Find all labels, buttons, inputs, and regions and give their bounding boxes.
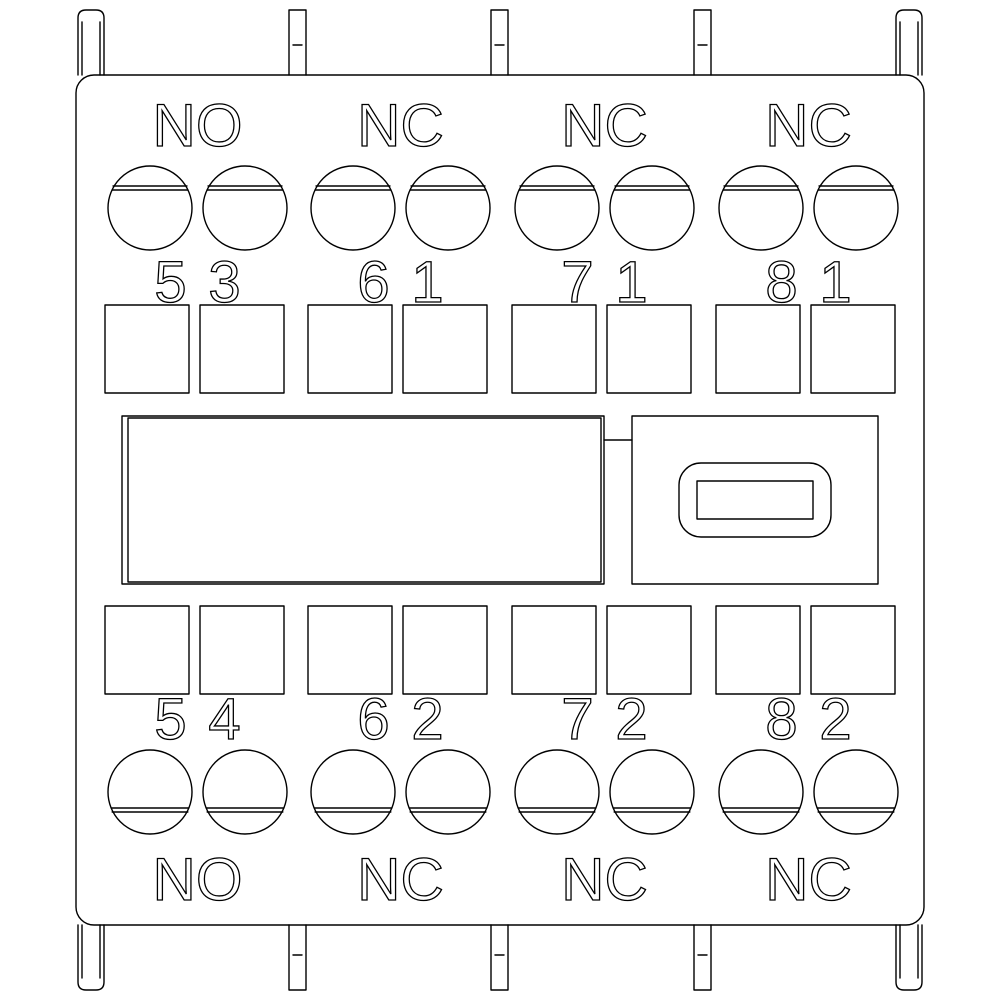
screw-terminal-top-1 (107, 165, 193, 251)
wire-entry-top-4 (402, 304, 488, 394)
top-terminal-number-left-2: 6 (357, 250, 389, 315)
top-contact-type-2: NC (357, 92, 444, 159)
indicator-window-inner (696, 480, 814, 520)
bottom-terminal-number-left-3: 7 (561, 687, 593, 752)
wire-entry-top-1 (104, 304, 190, 394)
screw-terminal-bottom-2 (202, 749, 288, 835)
screw-terminal-bottom-3 (310, 749, 396, 835)
screw-terminal-bottom-1 (107, 749, 193, 835)
bottom-contact-type-1: NO (153, 846, 243, 913)
top-terminal-number-left-1: 5 (154, 250, 186, 315)
bottom-terminal-number-right-1: 4 (208, 687, 240, 752)
screw-terminal-top-4 (405, 165, 491, 251)
wire-entry-top-3 (307, 304, 393, 394)
block-housing (75, 74, 925, 926)
screw-terminal-bottom-4 (405, 749, 491, 835)
screw-terminal-top-5 (514, 165, 600, 251)
top-mounting-tabs (77, 9, 923, 76)
screw-terminal-top-6 (609, 165, 695, 251)
top-screw-terminals (107, 165, 899, 251)
bottom-contact-type-4: NC (765, 846, 852, 913)
screw-terminal-bottom-7 (718, 749, 804, 835)
indicator-window-outer (678, 462, 832, 538)
wire-entry-bottom-8 (810, 605, 896, 695)
bottom-terminal-number-left-2: 6 (357, 687, 389, 752)
screw-terminal-top-2 (202, 165, 288, 251)
screw-terminal-bottom-8 (813, 749, 899, 835)
screw-terminal-bottom-5 (514, 749, 600, 835)
top-contact-type-3: NC (561, 92, 648, 159)
screw-terminal-top-7 (718, 165, 804, 251)
wire-entry-bottom-4 (402, 605, 488, 695)
top-terminal-number-right-1: 3 (208, 250, 240, 315)
label-plate (121, 415, 605, 585)
bottom-contact-type-2: NC (357, 846, 444, 913)
wire-entry-top-8 (810, 304, 896, 394)
bottom-mounting-tabs (77, 924, 923, 991)
wire-entry-bottom-5 (511, 605, 597, 695)
indicator-panel (631, 415, 879, 585)
wire-entry-top-5 (511, 304, 597, 394)
bottom-terminal-number-right-3: 2 (615, 687, 647, 752)
wire-entry-bottom-3 (307, 605, 393, 695)
screw-terminal-bottom-6 (609, 749, 695, 835)
wire-entry-bottom-2 (199, 605, 285, 695)
label-plate-inner (127, 417, 602, 583)
wire-entry-bottom-6 (606, 605, 692, 695)
screw-terminal-top-8 (813, 165, 899, 251)
bottom-wire-entries (104, 605, 896, 695)
wire-entry-bottom-7 (715, 605, 801, 695)
wire-entry-top-6 (606, 304, 692, 394)
bottom-terminal-number-left-1: 5 (154, 687, 186, 752)
top-terminal-number-right-3: 1 (615, 250, 647, 315)
wire-entry-top-2 (199, 304, 285, 394)
wire-entry-top-7 (715, 304, 801, 394)
top-terminal-number-left-3: 7 (561, 250, 593, 315)
top-terminal-number-right-4: 1 (819, 250, 851, 315)
top-terminal-number-left-4: 8 (765, 250, 797, 315)
top-contact-type-4: NC (765, 92, 852, 159)
top-contact-type-1: NO (153, 92, 243, 159)
bottom-terminal-number-right-2: 2 (411, 687, 443, 752)
bottom-terminal-number-left-4: 8 (765, 687, 797, 752)
screw-terminal-top-3 (310, 165, 396, 251)
bottom-contact-type-3: NC (561, 846, 648, 913)
bottom-terminal-number-right-4: 2 (819, 687, 851, 752)
top-terminal-number-right-2: 1 (411, 250, 443, 315)
top-wire-entries (104, 304, 896, 394)
center-label-area (121, 415, 879, 585)
bottom-screw-terminals (107, 749, 899, 835)
wire-entry-bottom-1 (104, 605, 190, 695)
